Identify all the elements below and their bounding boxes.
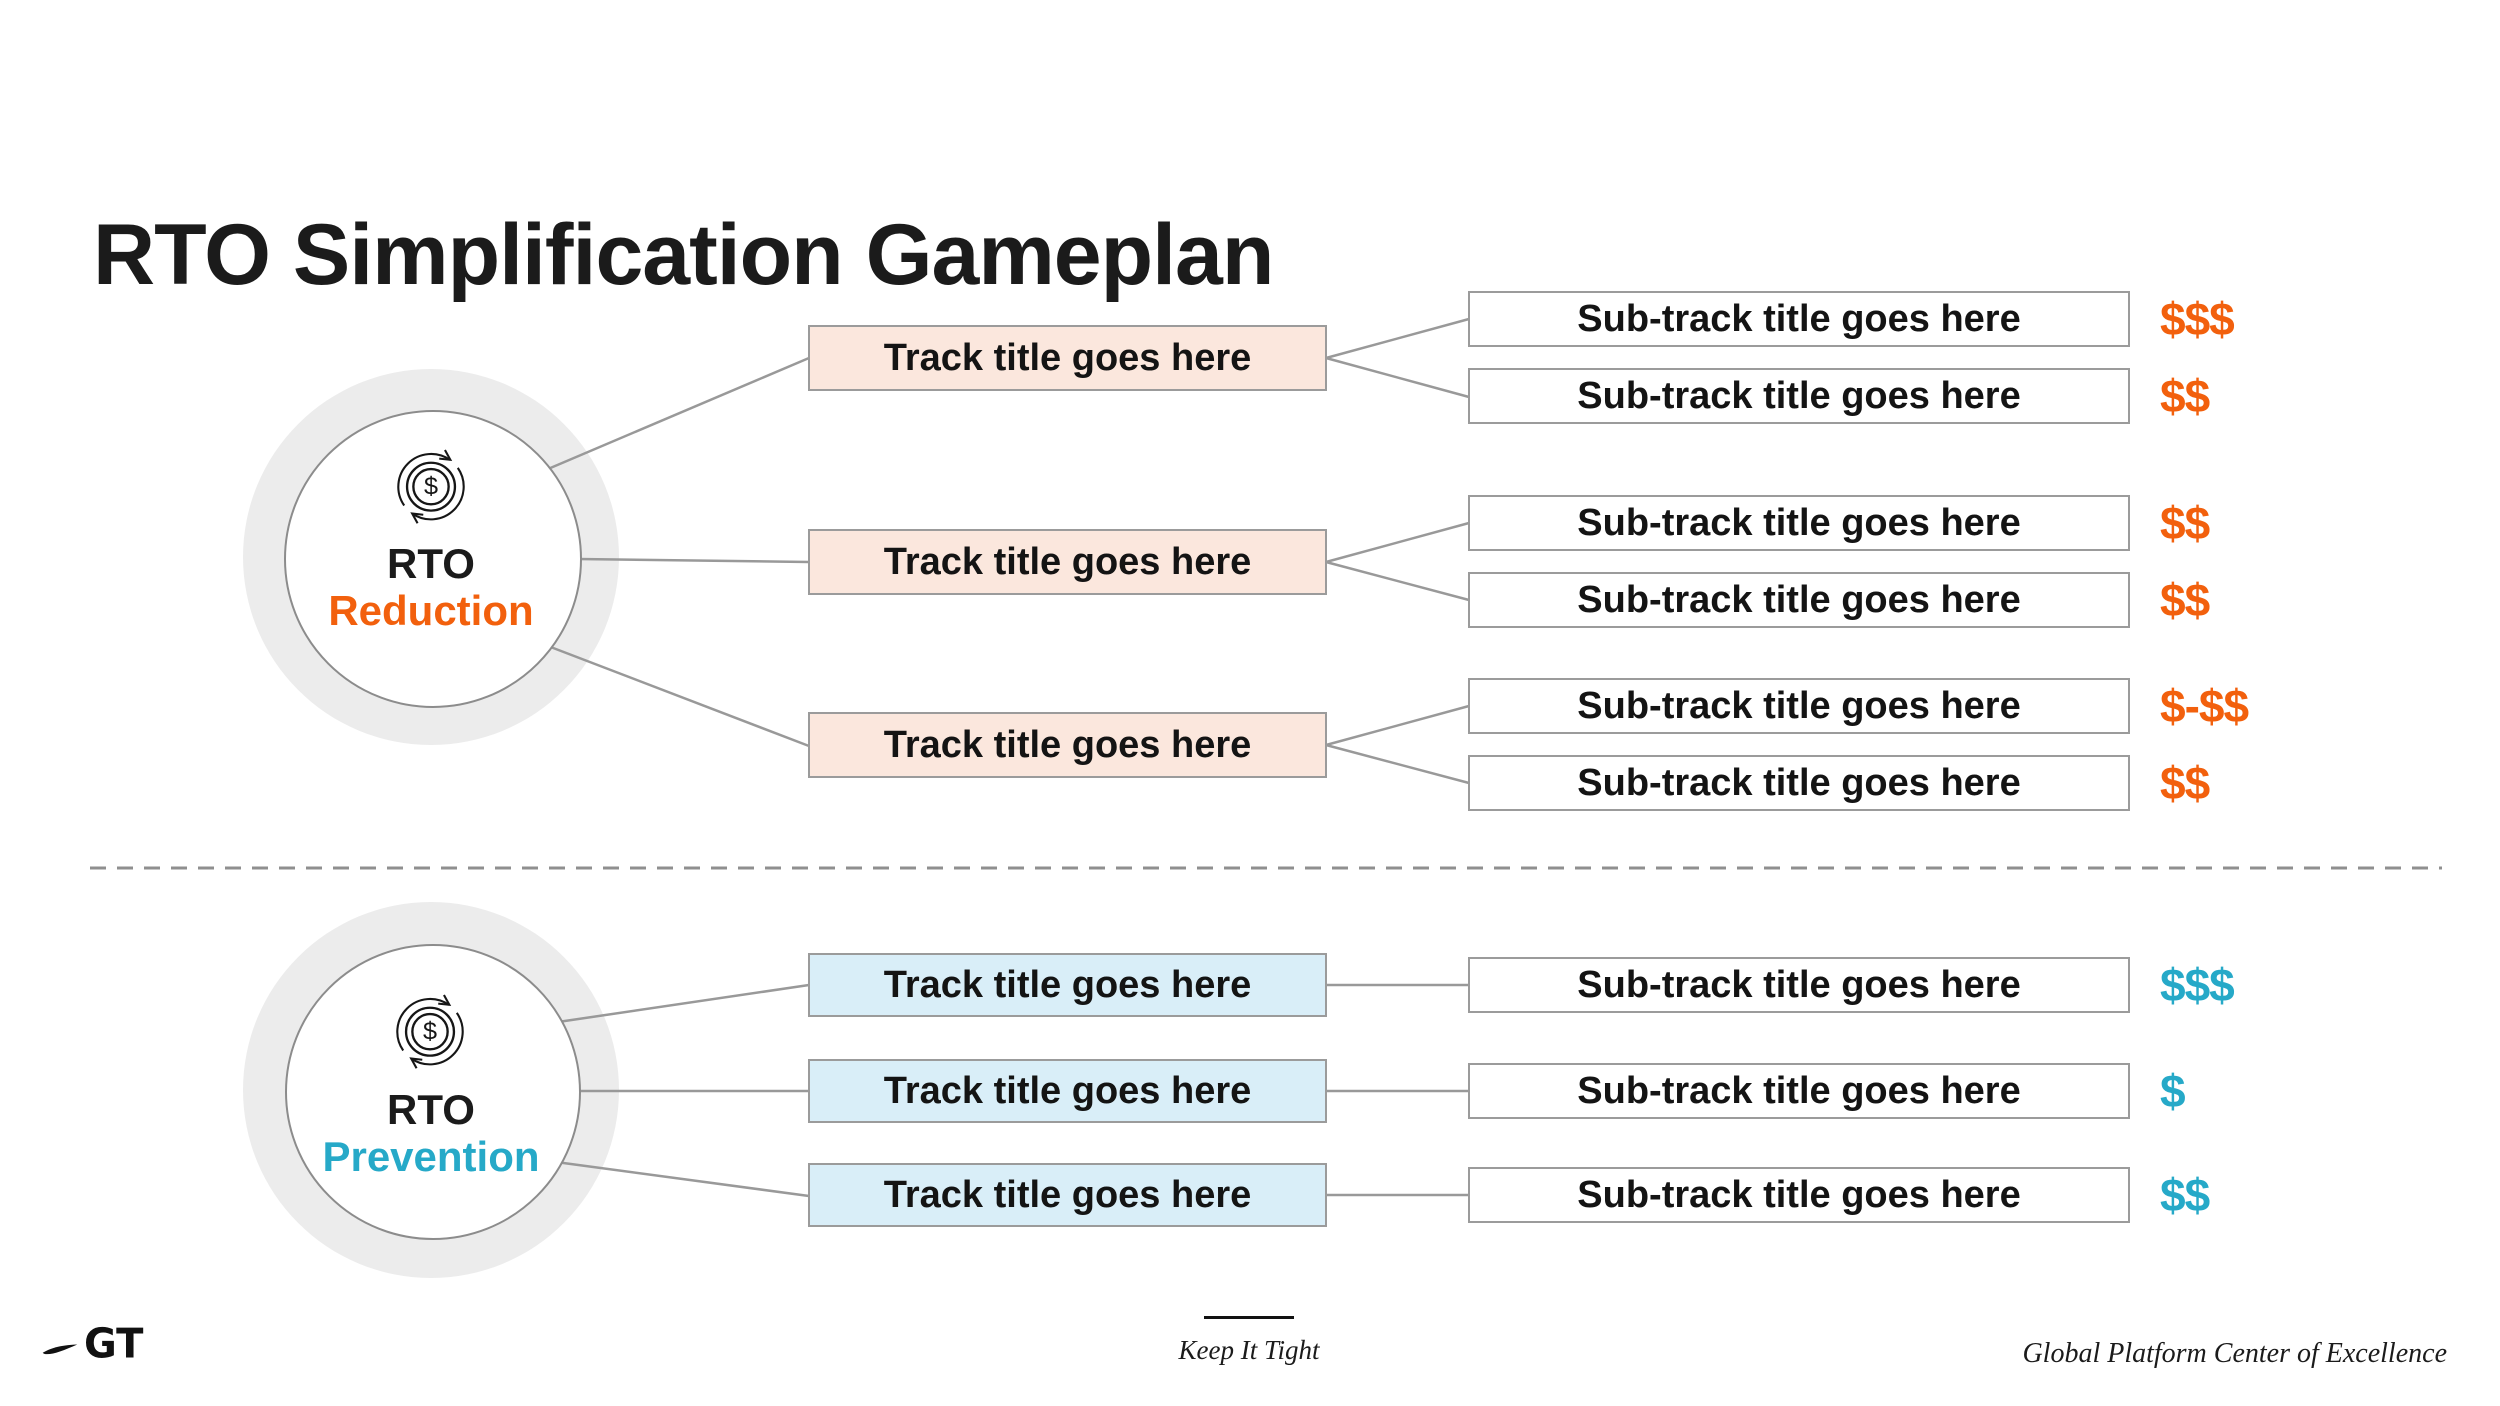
subtrack-label: Sub-track title goes here (1577, 684, 2021, 727)
track-label: Track title goes here (883, 723, 1252, 766)
subtrack-label: Sub-track title goes here (1577, 963, 2021, 1006)
subtrack-label: Sub-track title goes here (1577, 1069, 2021, 1112)
reduction-hub-circle (284, 410, 582, 708)
track-box: Track title goes here (808, 325, 1327, 391)
subtrack-box: Sub-track title goes here (1468, 1167, 2130, 1223)
prevention-hub-circle (285, 944, 581, 1240)
reduction-hub-label: RTO Reduction (281, 540, 581, 634)
track-box: Track title goes here (808, 953, 1327, 1017)
hub-label-line1: RTO (387, 1086, 475, 1133)
subtrack-box: Sub-track title goes here (1468, 755, 2130, 811)
track-label: Track title goes here (883, 1173, 1252, 1216)
cost-badge: $$ (2160, 497, 2210, 549)
track-label: Track title goes here (883, 1069, 1252, 1112)
subtrack-label: Sub-track title goes here (1577, 761, 2021, 804)
svg-text:$: $ (424, 473, 438, 501)
subtrack-box: Sub-track title goes here (1468, 678, 2130, 734)
hub-label-line2: Prevention (322, 1133, 540, 1180)
page-title: RTO Simplification Gameplan (93, 206, 1274, 303)
subtrack-box: Sub-track title goes here (1468, 572, 2130, 628)
cost-badge: $$$ (2160, 959, 2235, 1011)
subtrack-label: Sub-track title goes here (1577, 297, 2021, 340)
track-label: Track title goes here (883, 963, 1252, 1006)
footer-center-note: Keep It Tight (1149, 1316, 1349, 1366)
subtrack-box: Sub-track title goes here (1468, 495, 2130, 551)
track-box: Track title goes here (808, 1163, 1327, 1227)
subtrack-box: Sub-track title goes here (1468, 1063, 2130, 1119)
cost-badge: $ (2160, 1065, 2186, 1117)
track-box: Track title goes here (808, 1059, 1327, 1123)
cost-badge: $$ (2160, 370, 2210, 422)
track-box: Track title goes here (808, 712, 1327, 778)
hub-label-line1: RTO (387, 540, 475, 587)
cost-badge: $$ (2160, 757, 2210, 809)
track-label: Track title goes here (883, 336, 1252, 379)
subtrack-label: Sub-track title goes here (1577, 501, 2021, 544)
cost-badge: $$$ (2160, 293, 2235, 345)
subtrack-label: Sub-track title goes here (1577, 374, 2021, 417)
dollar-cycle-icon: $ (397, 449, 465, 524)
cost-badge: $$ (2160, 574, 2210, 626)
svg-text:$: $ (423, 1018, 437, 1046)
prevention-hub-label: RTO Prevention (281, 1086, 581, 1180)
subtrack-box: Sub-track title goes here (1468, 291, 2130, 347)
hub-label-line2: Reduction (328, 587, 534, 634)
subtrack-box: Sub-track title goes here (1468, 368, 2130, 424)
dollar-cycle-icon: $ (396, 994, 464, 1069)
track-box: Track title goes here (808, 529, 1327, 595)
subtrack-label: Sub-track title goes here (1577, 1173, 2021, 1216)
footer-center-label: Keep It Tight (1178, 1335, 1320, 1365)
gt-logo-text: GT (84, 1320, 144, 1368)
track-label: Track title goes here (883, 540, 1252, 583)
footer-rule (1204, 1316, 1294, 1319)
cost-badge: $$ (2160, 1169, 2210, 1221)
brand-logo: GT (42, 1320, 144, 1368)
footer-right-note: Global Platform Center of Excellence (2022, 1338, 2447, 1369)
nike-swoosh-icon (42, 1343, 78, 1354)
subtrack-label: Sub-track title goes here (1577, 578, 2021, 621)
subtrack-box: Sub-track title goes here (1468, 957, 2130, 1013)
cost-badge: $-$$ (2160, 680, 2249, 732)
